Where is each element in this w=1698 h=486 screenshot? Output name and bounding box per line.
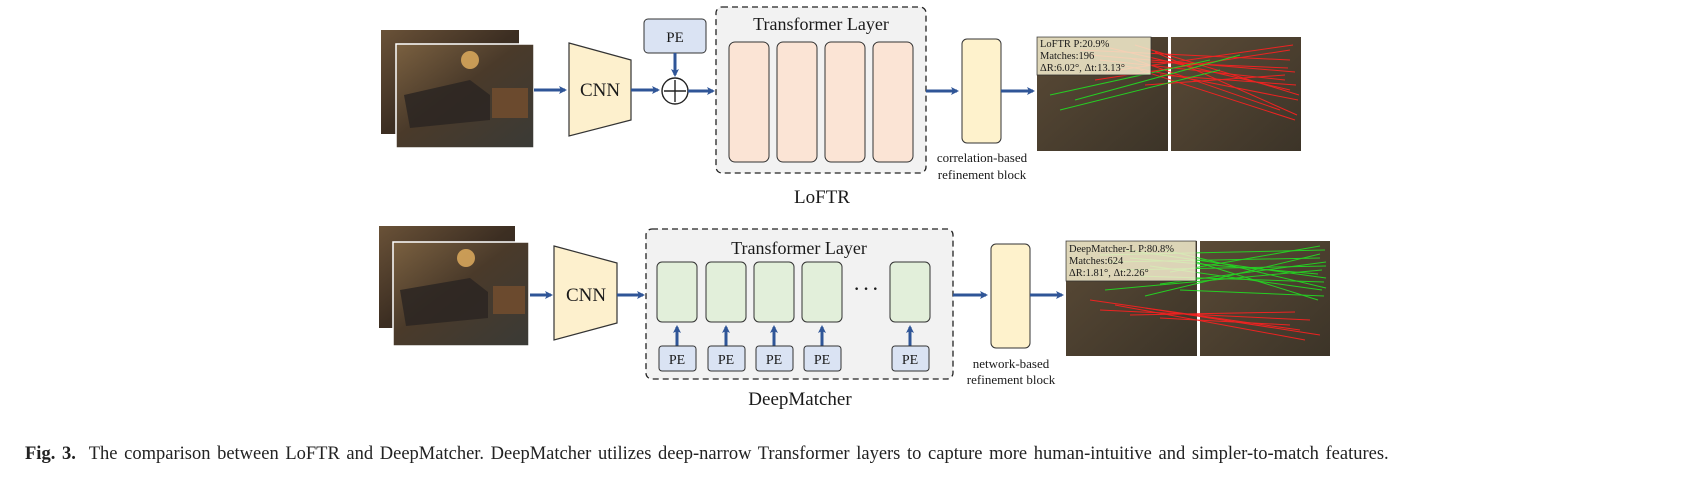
deepmatcher-pe-label: PE — [766, 353, 782, 368]
loftr-transformer-block — [872, 41, 914, 163]
loftr-cnn-label: CNN — [580, 80, 620, 101]
deepmatcher-result-precision: DeepMatcher-L P:80.8% — [1069, 244, 1174, 255]
deepmatcher-transformer-block — [889, 261, 931, 323]
loftr-result-precision: LoFTR P:20.9% — [1040, 39, 1110, 50]
deepmatcher-transformer-block — [705, 261, 747, 323]
deepmatcher-title: DeepMatcher — [748, 389, 852, 410]
deepmatcher-refine-text-2: refinement block — [967, 372, 1056, 387]
loftr-pe-label: PE — [666, 30, 684, 46]
ellipsis: · · · — [854, 281, 878, 298]
loftr-cnn-block — [568, 42, 632, 137]
deepmatcher-layer-stack: · · · PE PE PE PE PE — [656, 261, 931, 372]
deepmatcher-cnn-label: CNN — [566, 285, 606, 306]
deepmatcher-result-errors: ΔR:1.81°, Δt:2.26° — [1069, 268, 1149, 279]
deepmatcher-refinement-block — [990, 243, 1031, 349]
deepmatcher-pe-label: PE — [902, 353, 918, 368]
deepmatcher-pe-block — [891, 345, 930, 372]
figure-label: Fig. 3. — [25, 444, 76, 464]
loftr-transformer-block — [776, 41, 818, 163]
loftr-match-result: LoFTR P:20.9% Matches:196 ΔR:6.02°, Δt:1… — [1036, 36, 1301, 151]
deepmatcher-pe-block — [803, 345, 842, 372]
loftr-pipeline: CNN PE Transformer Layer correlation-bas… — [381, 6, 1301, 208]
loftr-transformer-block — [728, 41, 770, 163]
deepmatcher-transformer-block — [801, 261, 843, 323]
loftr-transformer-block — [824, 41, 866, 163]
loftr-transformer-label: Transformer Layer — [753, 14, 889, 34]
deepmatcher-transformer-label: Transformer Layer — [731, 238, 867, 258]
loftr-result-matches: Matches:196 — [1040, 51, 1094, 62]
deepmatcher-pe-label: PE — [718, 353, 734, 368]
caption-text: The comparison between LoFTR and DeepMat… — [88, 444, 1389, 464]
deepmatcher-transformer-block — [656, 261, 698, 323]
loftr-input-images — [381, 30, 535, 149]
deepmatcher-pe-label: PE — [814, 353, 830, 368]
deepmatcher-transformer-block — [753, 261, 795, 323]
loftr-refinement-block — [961, 38, 1002, 144]
loftr-refine-text-1: correlation-based — [937, 150, 1028, 165]
loftr-refine-text-2: refinement block — [938, 167, 1027, 182]
deepmatcher-input-images — [379, 226, 530, 347]
deepmatcher-result-matches: Matches:624 — [1069, 256, 1124, 267]
deepmatcher-refine-text-1: network-based — [973, 356, 1050, 371]
loftr-title: LoFTR — [794, 187, 850, 208]
loftr-result-errors: ΔR:6.02°, Δt:13.13° — [1040, 63, 1125, 74]
deepmatcher-pe-block — [755, 345, 794, 372]
deepmatcher-cnn-block — [553, 245, 618, 341]
deepmatcher-pe-block — [707, 345, 746, 372]
deepmatcher-match-result: DeepMatcher-L P:80.8% Matches:624 ΔR:1.8… — [1065, 240, 1330, 356]
deepmatcher-pe-label: PE — [669, 353, 685, 368]
deepmatcher-pe-block — [658, 345, 697, 372]
figure-caption: Fig. 3. The comparison between LoFTR and… — [25, 444, 1685, 465]
deepmatcher-pipeline: CNN Transformer Layer · · · PE PE PE — [379, 226, 1330, 410]
add-operator-icon — [661, 77, 689, 105]
